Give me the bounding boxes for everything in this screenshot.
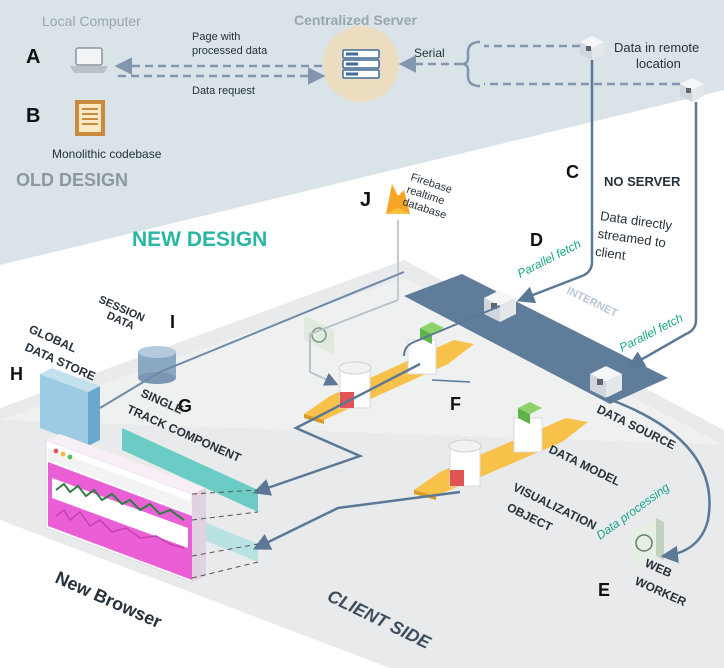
serial-brace <box>461 40 481 88</box>
parallel-fetch-label-2: Parallel fetch <box>617 311 685 355</box>
single-track-slab-1 <box>122 428 258 512</box>
cube-to-boat-arrow <box>403 305 501 357</box>
letter-e: E <box>598 580 610 600</box>
data-source-cube <box>590 366 622 398</box>
streamed-label-3: client <box>594 244 627 263</box>
firebase-to-store-line <box>99 271 405 409</box>
old-design-title: OLD DESIGN <box>16 170 128 190</box>
page-label-2: processed data <box>192 45 268 57</box>
centralized-server-label: Centralized Server <box>294 12 417 28</box>
stream-arrow-1 <box>516 60 594 304</box>
letter-c: C <box>566 162 579 182</box>
local-computer-label: Local Computer <box>42 13 141 29</box>
no-server-label: NO SERVER <box>604 174 681 189</box>
old-design-background <box>0 0 724 265</box>
projection-line-2 <box>191 511 259 521</box>
minimize-dot-icon[interactable] <box>60 451 66 457</box>
remote-data-cube-1 <box>580 36 604 60</box>
page-label-1: Page with <box>192 31 240 43</box>
firebase-icon <box>386 184 410 214</box>
maximize-dot-icon[interactable] <box>67 454 73 460</box>
letter-i: I <box>170 312 175 332</box>
remote-data-cube-2 <box>680 78 704 102</box>
codebase-icon <box>75 100 105 136</box>
stream-arrow-2 <box>626 102 698 368</box>
browser-window[interactable] <box>45 434 206 583</box>
letter-d: D <box>530 230 543 250</box>
track-signal-line <box>55 482 185 521</box>
client-plane-inner <box>0 278 724 445</box>
new-design-title: NEW DESIGN <box>132 228 267 251</box>
session-database-icon <box>138 346 176 384</box>
server-icon <box>323 26 399 102</box>
boat2-to-track-arrow <box>252 490 461 550</box>
worker-icon-small <box>304 316 334 354</box>
letter-f: F <box>450 394 461 414</box>
letter-a: A <box>26 46 40 68</box>
f-pointer <box>431 379 471 383</box>
projection-line-3 <box>191 543 259 557</box>
global-data-store-slab <box>40 368 100 446</box>
letter-b: B <box>26 105 40 127</box>
request-label: Data request <box>192 85 255 97</box>
letter-j: J <box>360 189 371 211</box>
serial-label: Serial <box>414 46 445 60</box>
boat1-to-track-arrow <box>252 362 421 496</box>
data-model-boat-2 <box>414 402 588 500</box>
remote-label-2: location <box>636 56 681 71</box>
parallel-fetch-label-1: Parallel fetch <box>515 237 583 281</box>
letter-h: H <box>10 364 23 384</box>
projection-line-4 <box>191 561 259 579</box>
projection-line-1 <box>191 489 259 495</box>
new-browser-label: New Browser <box>52 567 164 632</box>
source-to-worker-arrow <box>605 396 711 564</box>
firebase-to-boat-arrow <box>309 299 399 386</box>
internet-label: INTERNET <box>565 285 620 320</box>
monolithic-codebase-label: Monolithic codebase <box>52 147 162 161</box>
close-dot-icon[interactable] <box>53 448 59 454</box>
track-signal-line-2 <box>55 508 185 549</box>
remote-label-1: Data in remote <box>614 40 699 55</box>
laptop-icon <box>70 47 108 73</box>
letter-g: G <box>178 396 192 416</box>
